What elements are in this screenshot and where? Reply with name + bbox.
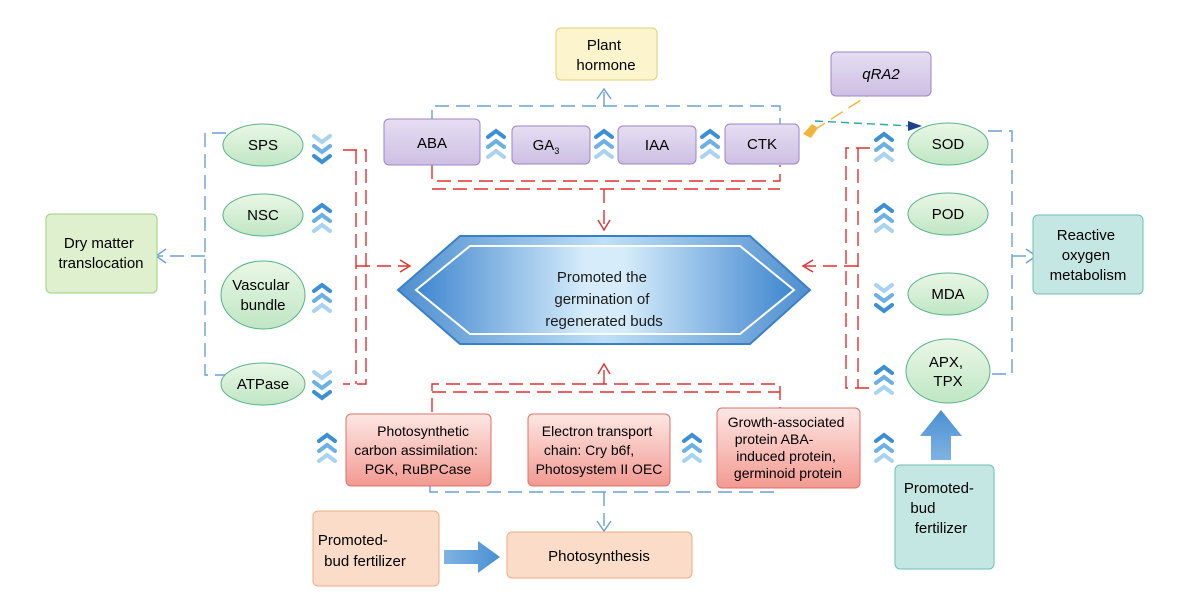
svg-text:Reactive oxygen me: Reactive oxygen metabolism (1050, 227, 1127, 284)
ros-line-3: metabolism (1050, 267, 1127, 284)
plant-hormone-box: Plant hormone (555, 27, 658, 81)
hormone-ga-label: GA (533, 137, 555, 154)
ros-line-2: oxygen (1062, 247, 1110, 264)
svg-text:Promoted the germination: Promoted the germination of regenerated … (545, 269, 663, 330)
electron-line-1: Electron transport (542, 423, 653, 439)
oval-sps-label: SPS (248, 137, 278, 154)
hormone-iaa-box: IAA (617, 125, 697, 165)
ros-chevron-2 (874, 202, 894, 233)
oval-apx-line-1: APX, (929, 354, 963, 371)
hormone-aba-label: ABA (417, 135, 447, 152)
dry-matter-line-1: Dry matter (64, 235, 134, 252)
ros-chevron-4 (874, 364, 894, 395)
center-text-line-2: germination of (554, 291, 650, 308)
dry-matter-line-2: translocation (58, 255, 143, 272)
oval-vascular-bundle: Vascular bundle (220, 260, 306, 330)
fertilizer-right-line-3: fertilizer (915, 520, 968, 537)
center-text-line-3: regenerated buds (545, 313, 663, 330)
svg-text:Electron transport chain: Electron transport chain: Cry b6f, Photo… (536, 423, 663, 477)
oval-sod: SOD (907, 122, 989, 166)
center-text-line-1: Promoted the (557, 269, 647, 286)
chevron-indicators (312, 128, 894, 463)
dry-matter-box: Dry matter translocation (45, 213, 158, 294)
oval-nsc: NSC (222, 193, 304, 237)
dry-matter-chevron-2 (312, 202, 332, 233)
svg-text:Promoted- bud fert: Promoted- bud fertilizer (904, 480, 978, 537)
growth-line-1: Growth-associated (728, 414, 845, 430)
fat-arrow-up (920, 410, 962, 460)
oval-nsc-label: NSC (247, 207, 279, 224)
oval-sps: SPS (222, 123, 304, 167)
fertilizer-left-line-2: bud fertilizer (324, 553, 406, 570)
oval-apx-line-2: TPX (933, 373, 962, 390)
hormone-aba-box: ABA (383, 118, 481, 166)
oval-vascular-line-1: Vascular (232, 277, 289, 294)
blue-dashed-connectors (158, 88, 1033, 526)
oval-sod-label: SOD (932, 136, 965, 153)
hormone-ga3-box: GA3 (511, 125, 591, 165)
protein-box-growth: Growth-associated protein ABA- induced p… (716, 407, 861, 489)
photosynthesis-chevron-2 (682, 432, 702, 463)
svg-text:Promoted- bud fertilizer: Promoted- bud fertilizer (318, 532, 406, 570)
svg-text:Dry matter translocation: Dry matter translocation (58, 235, 143, 272)
electron-line-2: chain: Cry b6f, (544, 442, 634, 458)
hormone-chevron-1 (486, 128, 506, 159)
oval-pod: POD (907, 192, 989, 236)
photosynthesis-label: Photosynthesis (548, 548, 650, 565)
oval-apx-tpx: APX, TPX (905, 338, 991, 404)
hormone-chevron-3 (700, 128, 720, 159)
ros-chevron-3 (874, 283, 894, 314)
fertilizer-right-box: Promoted- bud fertilizer (894, 464, 995, 570)
fertilizer-left-line-1: Promoted- (318, 532, 388, 549)
fertilizer-left-box: Promoted- bud fertilizer (312, 510, 440, 587)
plant-hormone-line-2: hormone (576, 57, 635, 74)
protein-box-electron: Electron transport chain: Cry b6f, Photo… (527, 413, 671, 487)
ros-chevron-1 (874, 131, 894, 162)
fertilizer-right-line-2: bud (910, 500, 935, 517)
oval-atpase-label: ATPase (237, 376, 289, 393)
red-dashed-connectors (343, 147, 870, 412)
center-hexagon: Promoted the germination of regenerated … (396, 235, 812, 345)
carbon-line-3: PGK, RuBPCase (365, 461, 472, 477)
hormone-iaa-label: IAA (645, 137, 669, 154)
svg-text:Plant hormone: Plant hormone (576, 37, 635, 74)
oval-vascular-line-2: bundle (240, 297, 285, 314)
ros-line-1: Reactive (1057, 227, 1115, 244)
hormone-ctk-box: CTK (724, 123, 800, 165)
growth-line-4: germinoid protein (734, 465, 842, 481)
plant-hormone-line-1: Plant (587, 37, 622, 54)
carbon-line-1: Photosynthetic (377, 423, 469, 439)
ros-box: Reactive oxygen metabolism (1032, 214, 1144, 295)
svg-text:Vascular bundle: Vascular bundle (232, 277, 293, 314)
growth-line-3: induced protein, (736, 448, 836, 464)
oval-atpase: ATPase (220, 362, 306, 406)
photosynthesis-chevron-1 (317, 432, 337, 463)
oval-mda: MDA (907, 272, 989, 316)
photosynthesis-box: Photosynthesis (506, 531, 693, 579)
electron-line-3: Photosystem II OEC (536, 461, 663, 477)
hormone-ga-subscript: 3 (554, 146, 559, 156)
svg-text:Growth-associated protei: Growth-associated protein ABA- induced p… (728, 414, 849, 481)
svg-text:GA3: GA3 (533, 137, 560, 156)
fertilizer-right-line-1: Promoted- (904, 480, 974, 497)
hormone-chevron-2 (594, 128, 614, 159)
oval-pod-label: POD (932, 206, 965, 223)
svg-text:APX, TPX: APX, TPX (929, 354, 967, 390)
dry-matter-chevron-3 (312, 282, 332, 313)
growth-line-2: protein ABA- (735, 431, 814, 447)
protein-box-carbon: Photosynthetic carbon assimilation: PGK,… (345, 413, 492, 487)
photosynthesis-chevron-3 (874, 432, 894, 463)
gene-qra2-box: qRA2 (830, 51, 932, 97)
gene-qra2-label: qRA2 (862, 66, 900, 83)
dry-matter-chevron-4 (312, 370, 332, 401)
red-arrowheads (399, 219, 814, 375)
svg-text:Photosynthetic carbon as: Photosynthetic carbon assimilation: PGK,… (354, 423, 482, 477)
dry-matter-chevron-1 (312, 134, 332, 165)
fat-arrow-right (444, 541, 500, 573)
oval-mda-label: MDA (931, 286, 964, 303)
carbon-line-2: carbon assimilation: (354, 442, 478, 458)
qra2-link-marks (803, 121, 922, 138)
hormone-ctk-label: CTK (747, 136, 777, 153)
